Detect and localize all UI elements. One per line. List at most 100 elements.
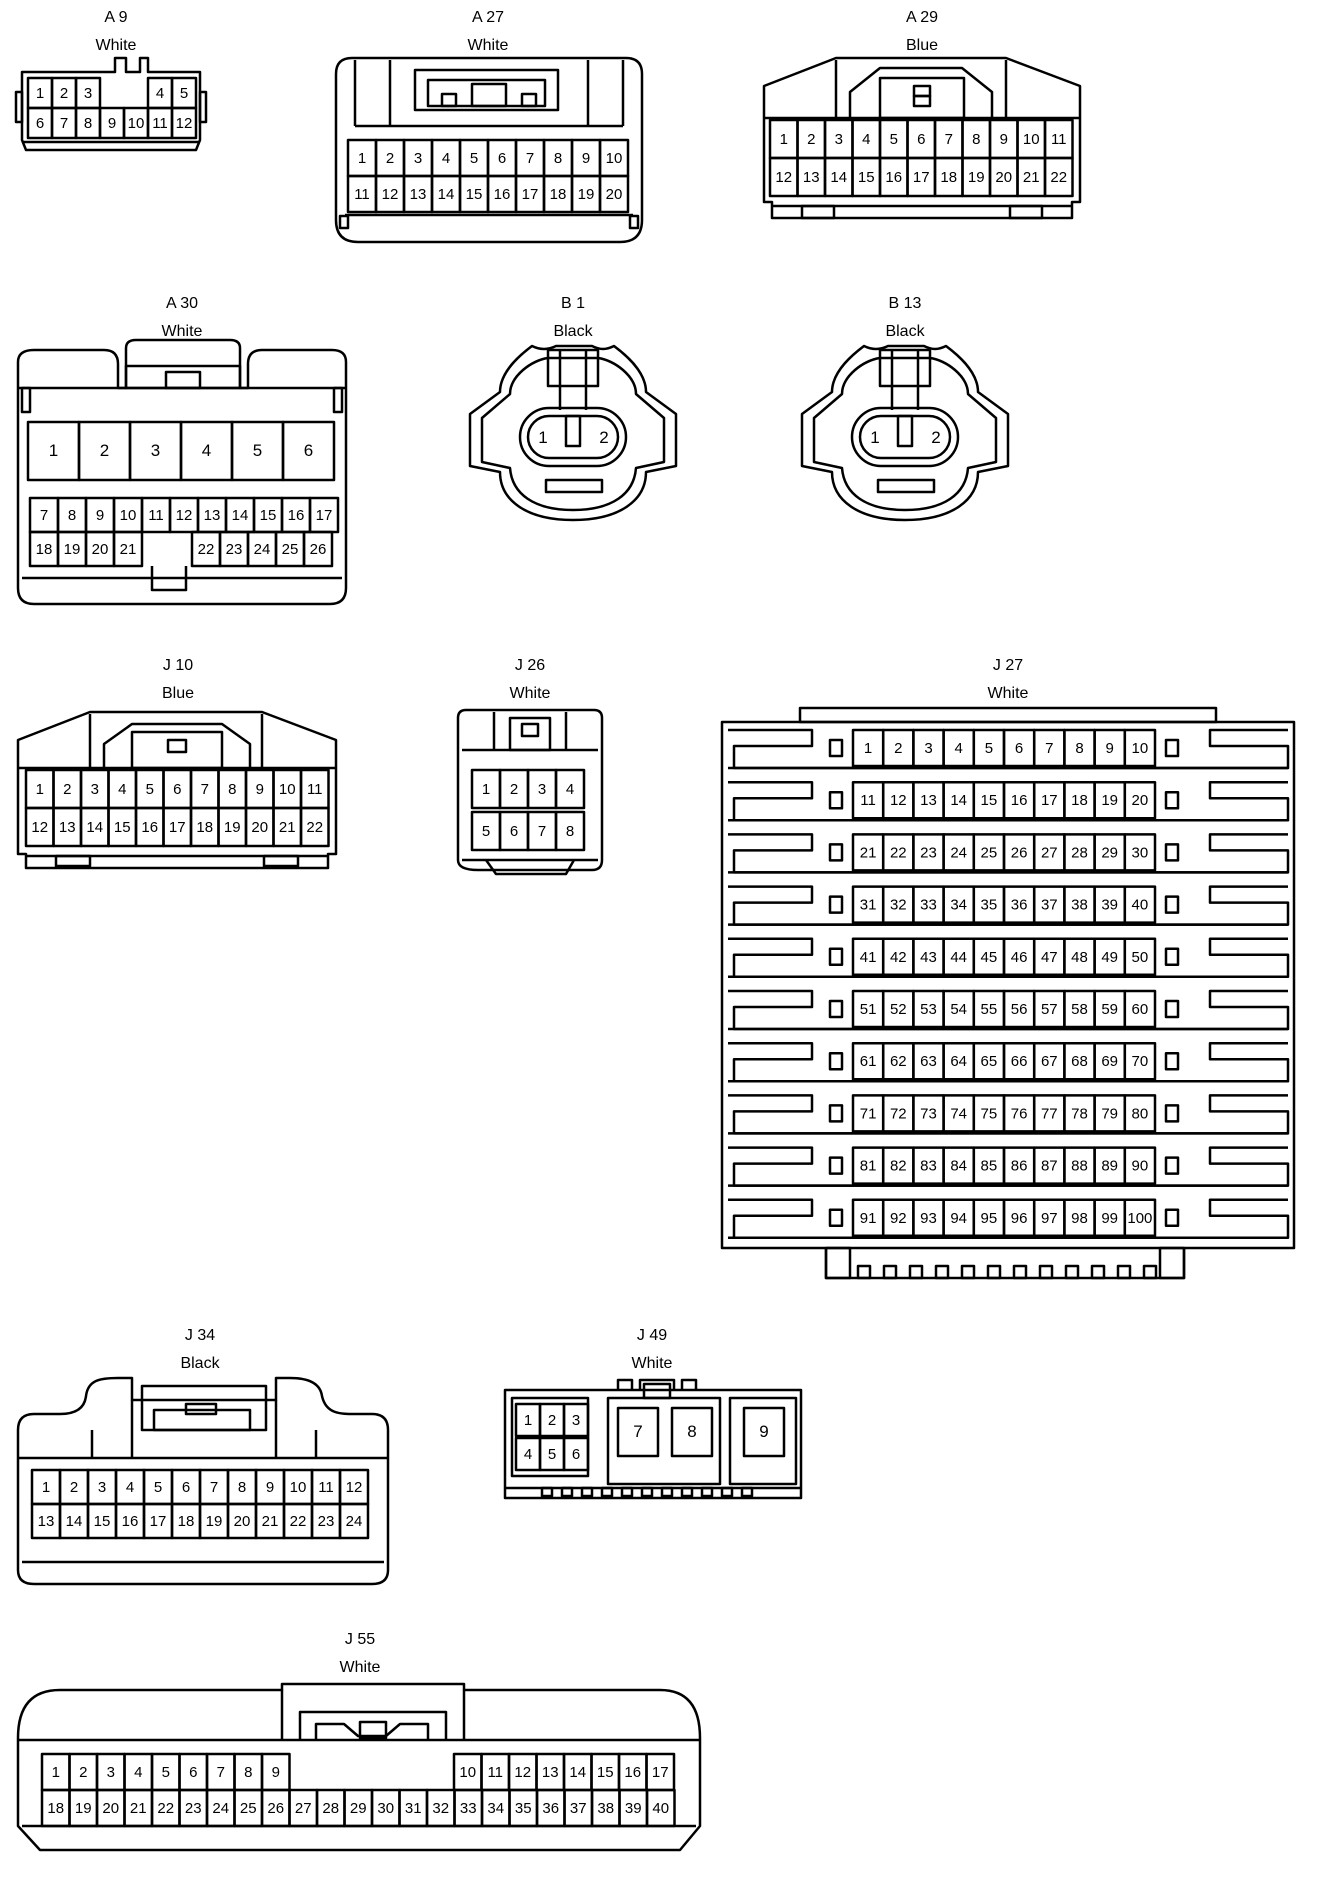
svg-text:33: 33 — [920, 897, 937, 914]
connector-j10-color: Blue — [162, 685, 194, 702]
svg-text:7: 7 — [526, 150, 534, 167]
svg-text:1: 1 — [482, 781, 490, 798]
svg-text:18: 18 — [47, 1800, 64, 1817]
svg-text:11: 11 — [487, 1764, 503, 1781]
j55-pin-34: 34 — [480, 1788, 511, 1828]
svg-text:25: 25 — [981, 844, 998, 861]
svg-text:23: 23 — [318, 1513, 335, 1530]
svg-text:20: 20 — [102, 1800, 119, 1817]
svg-text:2: 2 — [60, 85, 68, 102]
connector-j34-housing — [16, 1376, 390, 1586]
svg-text:54: 54 — [950, 1001, 967, 1018]
a9-pin-6: 6 — [26, 106, 54, 140]
j49-pin-8: 8 — [670, 1406, 714, 1458]
connector-j34-color: Black — [180, 1355, 220, 1372]
a27-pin-20: 20 — [598, 174, 630, 214]
svg-text:39: 39 — [625, 1800, 642, 1817]
a29-pin-13: 13 — [796, 156, 827, 198]
j27-pin-91: 91 — [851, 1198, 885, 1238]
j55-pin-30: 30 — [370, 1788, 401, 1828]
j27-pin-56: 56 — [1002, 989, 1036, 1029]
connector-j10-housing — [16, 710, 338, 870]
connector-j27-label: J 27 — [993, 657, 1023, 674]
j55-pin-18: 18 — [40, 1788, 71, 1828]
j10-pin-17: 17 — [162, 806, 193, 848]
svg-text:6: 6 — [304, 441, 313, 460]
connector-b13-label: B 13 — [889, 295, 922, 312]
a30-pin-23: 23 — [218, 530, 250, 568]
svg-text:98: 98 — [1071, 1210, 1088, 1227]
svg-text:78: 78 — [1071, 1105, 1088, 1122]
a27-pin-19: 19 — [570, 174, 602, 214]
svg-text:1: 1 — [49, 441, 58, 460]
svg-text:95: 95 — [981, 1210, 998, 1227]
svg-text:21: 21 — [130, 1800, 147, 1817]
a27-pin-18: 18 — [542, 174, 574, 214]
svg-text:15: 15 — [94, 1513, 111, 1530]
svg-text:3: 3 — [84, 85, 92, 102]
svg-text:20: 20 — [234, 1513, 251, 1530]
j10-pin-5: 5 — [134, 768, 165, 810]
j27-pin-63: 63 — [912, 1041, 945, 1081]
a27-pin-7: 7 — [514, 138, 546, 178]
svg-text:18: 18 — [196, 819, 213, 836]
j49-pin-1: 1 — [514, 1402, 542, 1438]
a9-pin-8: 8 — [74, 106, 102, 140]
j27-pin-33: 33 — [912, 885, 945, 924]
svg-text:12: 12 — [176, 507, 193, 524]
svg-text:32: 32 — [890, 897, 907, 914]
svg-text:7: 7 — [217, 1764, 225, 1781]
a9-pin-3: 3 — [74, 76, 102, 110]
svg-text:63: 63 — [920, 1053, 937, 1070]
j27-pin-60: 60 — [1123, 989, 1157, 1029]
svg-text:59: 59 — [1101, 1001, 1118, 1018]
svg-text:17: 17 — [652, 1764, 669, 1781]
svg-text:76: 76 — [1011, 1105, 1028, 1122]
connector-b13-pin-2: 2 — [931, 428, 940, 447]
j26-pin-6: 6 — [498, 810, 530, 852]
j34-pin-14: 14 — [58, 1502, 90, 1540]
a30-pin-21: 21 — [112, 530, 144, 568]
j27-pin-6: 6 — [1002, 728, 1036, 768]
svg-text:9: 9 — [266, 1479, 274, 1496]
j27-pin-7: 7 — [1032, 728, 1066, 768]
a30-pin-3: 3 — [128, 420, 183, 482]
svg-text:51: 51 — [860, 1001, 877, 1018]
svg-text:5: 5 — [180, 85, 188, 102]
svg-text:27: 27 — [295, 1800, 312, 1817]
j27-pin-13: 13 — [912, 780, 945, 820]
svg-text:20: 20 — [92, 541, 109, 558]
j34-pin-12: 12 — [338, 1468, 370, 1506]
svg-text:18: 18 — [36, 541, 53, 558]
svg-text:22: 22 — [890, 844, 907, 861]
svg-text:1: 1 — [780, 131, 788, 148]
a29-pin-20: 20 — [988, 156, 1019, 198]
j34-pin-9: 9 — [254, 1468, 286, 1506]
j27-pin-97: 97 — [1032, 1198, 1066, 1238]
j55-pin-3: 3 — [95, 1752, 126, 1792]
svg-text:7: 7 — [60, 115, 68, 132]
svg-text:7: 7 — [201, 781, 209, 798]
connector-j26-color: White — [510, 685, 551, 702]
a29-pin-11: 11 — [1043, 118, 1074, 160]
a27-pin-6: 6 — [486, 138, 518, 178]
a27-pin-4: 4 — [430, 138, 462, 178]
svg-text:44: 44 — [950, 949, 967, 966]
j27-pin-37: 37 — [1032, 885, 1066, 924]
svg-text:6: 6 — [1015, 740, 1023, 757]
j26-pin-4: 4 — [554, 768, 586, 810]
j27-pin-90: 90 — [1123, 1146, 1157, 1185]
j27-pin-81: 81 — [851, 1146, 885, 1185]
j55-pin-11: 11 — [480, 1752, 511, 1792]
svg-text:6: 6 — [173, 781, 181, 798]
j10-pin-22: 22 — [299, 806, 330, 848]
a30-pin-9: 9 — [84, 496, 116, 534]
svg-text:82: 82 — [890, 1158, 907, 1175]
connector-b1-label: B 1 — [561, 295, 585, 312]
